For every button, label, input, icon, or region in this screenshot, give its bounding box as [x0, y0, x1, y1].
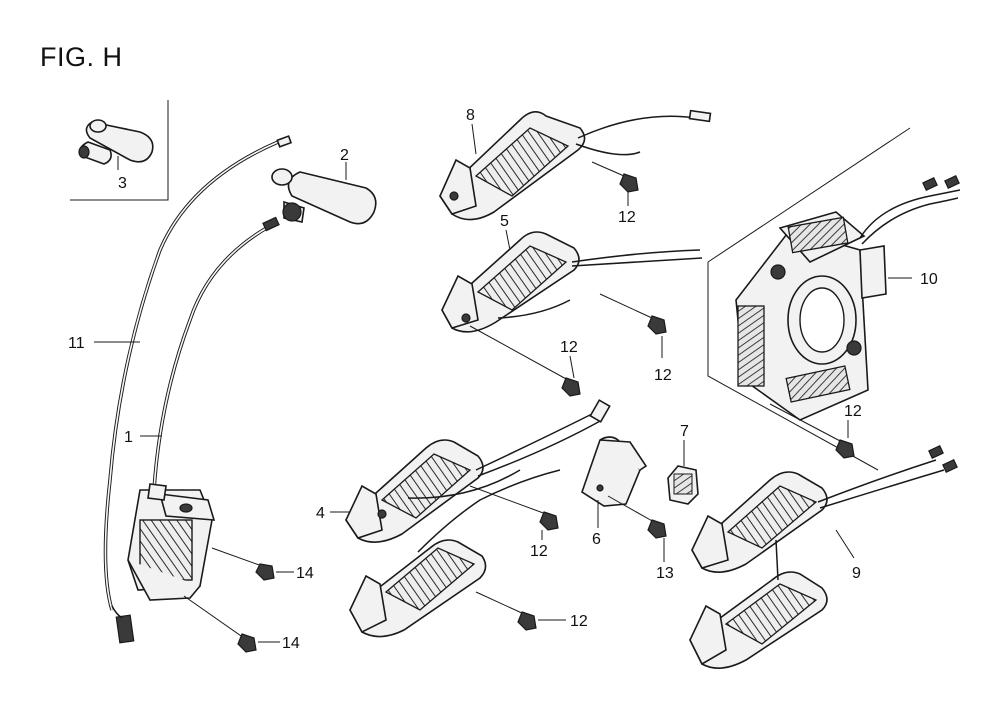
callout-8: 8: [466, 107, 475, 124]
bolt-12-part-5-right: [599, 293, 667, 335]
figure-title: FIG. H: [40, 42, 123, 72]
exciter-coil-part-5: [440, 231, 703, 333]
bolt-12-part-5-lower: [469, 325, 581, 397]
callout-7: 7: [680, 423, 689, 440]
callout-4: 4: [316, 505, 325, 522]
spark-plug-cap-part-3: [78, 119, 154, 165]
callout-6: 6: [592, 531, 601, 548]
stator-part-10: [735, 175, 961, 421]
coil-part-4: [344, 399, 611, 543]
bolt-12-part-4: [469, 485, 559, 531]
callout-2: 2: [340, 147, 349, 164]
bolt-12-part-8: [591, 161, 639, 193]
callout-12-c: 12: [654, 367, 672, 384]
callout-9: 9: [852, 565, 861, 582]
callout-14-a: 14: [296, 565, 314, 582]
bracket-part-6: [581, 436, 648, 507]
callout-12-a: 12: [618, 209, 636, 226]
callout-11: 11: [68, 335, 85, 352]
coil-part-4-lower: [348, 469, 561, 638]
bolt-12-part-4-lower: [475, 591, 537, 631]
bolt-12-stator: [769, 403, 855, 459]
callout-12-b: 12: [560, 339, 578, 356]
inset-box-part-3: [70, 100, 169, 201]
callout-10: 10: [920, 271, 938, 288]
callout-12-d: 12: [844, 403, 862, 420]
callout-13: 13: [656, 565, 674, 582]
callout-12-f: 12: [570, 613, 588, 630]
cable-part-11: [103, 135, 293, 644]
callout-leaders: [94, 123, 912, 643]
callout-labels: 8 2 3 5 12 10 11 12 12 12 7 1 4 12 6 9 1…: [68, 107, 938, 652]
coil-assembly-part-9: [688, 445, 958, 669]
bolt-14-lower: [183, 595, 257, 653]
callout-1: 1: [124, 429, 133, 446]
block-part-7: [667, 465, 699, 505]
ignition-coil-part-1: [127, 216, 280, 601]
stator-box-part-10: [707, 127, 911, 471]
bolt-13-part-6: [607, 495, 667, 539]
callout-14-b: 14: [282, 635, 300, 652]
callout-12-e: 12: [530, 543, 548, 560]
bolt-14-upper: [211, 547, 275, 581]
exciter-coil-part-8: [438, 109, 712, 221]
spark-plug-cap-part-2: [271, 168, 377, 225]
callout-3: 3: [118, 175, 127, 192]
callout-5: 5: [500, 213, 509, 230]
